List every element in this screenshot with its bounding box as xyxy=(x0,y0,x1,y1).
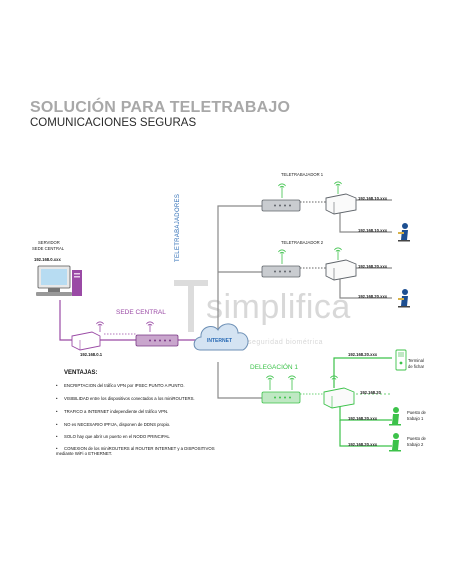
worker2-minirouter-icon xyxy=(261,265,301,278)
link-puesto2 xyxy=(339,420,392,447)
link-router2-pc xyxy=(339,278,392,299)
sede-home-router-icon xyxy=(71,331,101,351)
terminal-label-line1: Terminal xyxy=(408,358,424,363)
puesto2-label-line2: trabajo 2 xyxy=(407,442,424,447)
delegacion-links xyxy=(300,357,392,447)
worker2-person-icon xyxy=(398,289,410,308)
link-terminal xyxy=(333,357,392,388)
delegacion-terminal-ip: 192.168.20.xxx xyxy=(348,352,378,357)
delegacion-label: DELEGACIÓN 1 xyxy=(250,364,299,371)
worker1-wifi-icon xyxy=(278,181,342,198)
watermark-word: simplifica xyxy=(206,288,351,326)
sede-minirouter-icon xyxy=(135,334,179,347)
server-pc-icon xyxy=(36,265,82,296)
link-internet-delegacion xyxy=(217,362,262,399)
ventajas-item: •SOLO hay que abrir un puerto en el NODO… xyxy=(56,434,170,439)
ventajas-item: •ENCRIPTACION del tráfico VPN por IPSEC … xyxy=(56,383,185,388)
ventajas-title: VENTAJAS: xyxy=(64,370,98,376)
terminal-label-line2: de fichar xyxy=(408,364,425,369)
delegacion-minirouter-icon xyxy=(261,391,301,404)
teletrabajadores-label: TELETRABAJADORES xyxy=(175,193,181,262)
page-title: SOLUCIÓN PARA TELETRABAJO xyxy=(30,99,291,116)
puesto1-label-line1: Puesto de xyxy=(407,410,426,415)
page-subtitle: COMUNICACIONES SEGURAS xyxy=(30,117,197,129)
worker1-router-ip: 192.168.10.xxx xyxy=(358,196,388,201)
link-internet-worker1 xyxy=(217,205,262,332)
delegacion-wifi-icon xyxy=(266,375,338,390)
delegacion-top-ip: 192.168.20 xyxy=(360,390,381,395)
ventajas-item: •NO es NECESARIO IPFIJA, disponen de DDN… xyxy=(56,422,171,427)
server-ip: 192.168.0.xxx xyxy=(34,257,61,262)
puesto1-label-line2: trabajo 1 xyxy=(407,416,424,421)
watermark-subtitle: seguridad biométrica xyxy=(248,339,323,346)
internet-cloud-icon xyxy=(193,323,249,351)
ventajas-item: •CONEXION de los miniROUTERS al ROUTER I… xyxy=(56,446,215,457)
delegacion-puesto1-ip: 192.168.20.xxx xyxy=(348,416,378,421)
puesto2-label-line1: Puesto de xyxy=(407,436,426,441)
puesto2-person-icon xyxy=(389,433,401,452)
ventajas-item: •TRAFICO a INTERNET independiente del tr… xyxy=(56,409,169,414)
worker2-router-ip: 192.168.20.xxx xyxy=(358,264,388,269)
teletrabajo-links xyxy=(217,199,392,332)
link-server-router xyxy=(59,300,72,341)
worker1-label: TELETRABAJADOR 1 xyxy=(281,172,324,177)
puesto1-person-icon xyxy=(389,407,401,426)
sede-wifi-icon xyxy=(96,321,154,332)
worker1-minirouter-icon xyxy=(261,199,301,212)
server-label-line1: SERVIDOR xyxy=(38,240,60,245)
worker2-label: TELETRABAJADOR 2 xyxy=(281,240,324,245)
sede-router-ip: 192.168.0.1 xyxy=(80,352,103,357)
ventajas-item: •VISIBILIDAD entre los dispositivos cone… xyxy=(56,396,195,401)
sede-label: SEDE CENTRAL xyxy=(116,309,166,316)
delegacion-home-router-icon xyxy=(323,387,355,409)
worker2-home-router-icon xyxy=(325,259,357,281)
delegacion-puesto2-ip: 192.168.20.xxx xyxy=(348,442,378,447)
server-label-line2: SEDE CENTRAL xyxy=(32,246,65,251)
worker1-person-icon xyxy=(398,223,410,242)
worker2-wifi-icon xyxy=(278,247,342,264)
watermark-t-logo xyxy=(174,280,208,332)
worker2-pc-ip: 192.168.20.xxx xyxy=(358,294,388,299)
worker1-home-router-icon xyxy=(325,193,357,215)
worker1-pc-ip: 192.168.10.xxx xyxy=(358,228,388,233)
time-clock-terminal-icon xyxy=(395,349,407,371)
internet-label: INTERNET xyxy=(207,338,232,344)
link-router1-pc xyxy=(339,212,392,233)
